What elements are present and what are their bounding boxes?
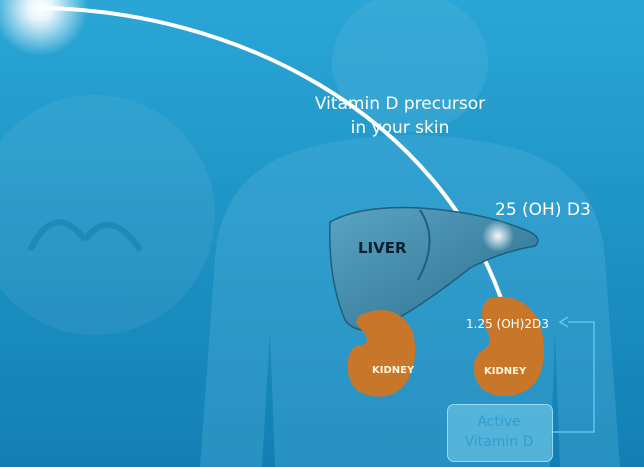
kidney-left-shape bbox=[347, 310, 416, 397]
arrow-head-icon bbox=[558, 316, 569, 328]
d3-label: 25 (OH) D3 bbox=[495, 200, 591, 220]
active-vitamin-label: Active Vitamin D bbox=[447, 412, 551, 452]
sun-icon bbox=[0, 0, 88, 56]
liver-label: LIVER bbox=[358, 239, 407, 257]
precursor-line-2: in your skin bbox=[350, 118, 450, 138]
decorative-circle bbox=[0, 95, 215, 335]
glow-point bbox=[482, 220, 514, 252]
oh2d3-label: 1.25 (OH)2D3 bbox=[466, 317, 549, 331]
kidney-left-label: KIDNEY bbox=[372, 365, 415, 376]
active-line-2: Vitamin D bbox=[464, 434, 534, 450]
precursor-line-1: Vitamin D precursor bbox=[314, 94, 486, 114]
kidney-right-label: KIDNEY bbox=[484, 366, 527, 377]
liver-lobe-line bbox=[417, 209, 431, 281]
precursor-label: Vitamin D precursor in your skin bbox=[300, 92, 500, 140]
active-line-1: Active bbox=[477, 414, 521, 430]
decorative-mark bbox=[27, 219, 143, 252]
feedback-arrow bbox=[551, 321, 595, 433]
active-vitamin-box bbox=[447, 404, 553, 462]
kidney-right-shape bbox=[473, 296, 544, 396]
